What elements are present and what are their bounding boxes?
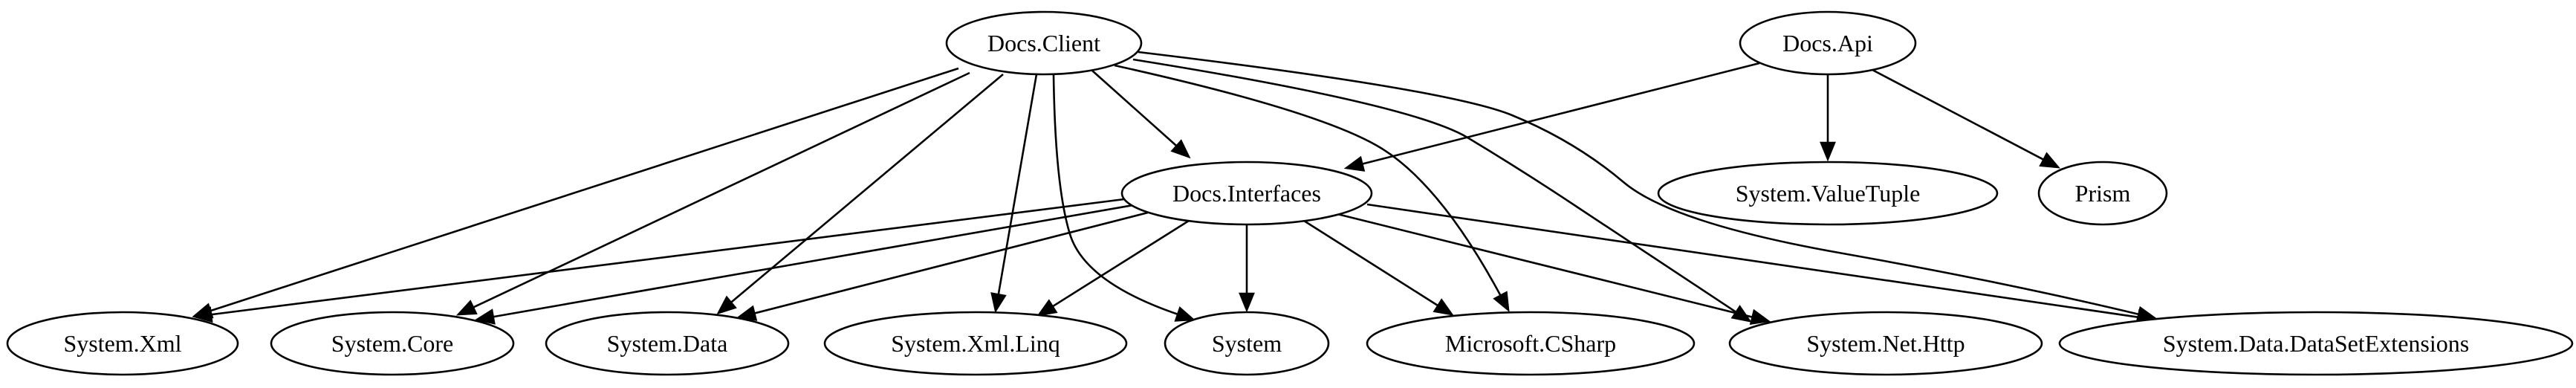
arrowhead xyxy=(2039,152,2061,169)
arrowhead xyxy=(1820,141,1836,162)
arrowhead xyxy=(455,300,478,316)
edge-line xyxy=(753,211,1149,314)
edge-docs-api-to-system-valuetuple xyxy=(1820,74,1836,162)
node-label: System.ValueTuple xyxy=(1736,180,1921,207)
edge-docs-interfaces-to-microsoft-csharp xyxy=(1303,219,1454,316)
node-ellipse xyxy=(545,311,790,376)
node-ellipse xyxy=(1657,161,1999,226)
edge-line xyxy=(1337,213,1753,318)
node-label: Docs.Interfaces xyxy=(1172,180,1321,207)
node-label: System.Net.Http xyxy=(1806,330,1965,357)
edge-docs-client-to-system xyxy=(1052,74,1196,322)
node-label: Prism xyxy=(2075,180,2131,207)
edge-line xyxy=(1132,58,1737,313)
node-system[interactable]: System xyxy=(1164,311,1330,376)
node-ellipse xyxy=(945,10,1143,76)
edge-line xyxy=(997,74,1038,295)
arrowhead xyxy=(1433,298,1454,316)
edge-docs-interfaces-to-system xyxy=(1239,224,1255,313)
arrowhead xyxy=(1493,291,1510,313)
node-system-net-http[interactable]: System.Net.Http xyxy=(1728,311,2043,376)
node-label: System.Data.DataSetExtensions xyxy=(2163,330,2469,357)
arrowhead xyxy=(1036,299,1058,317)
arrowhead xyxy=(736,305,758,321)
node-system-valuetuple[interactable]: System.ValueTuple xyxy=(1657,161,1999,226)
edge-line xyxy=(1366,203,2139,319)
node-ellipse xyxy=(6,311,239,376)
arrowhead xyxy=(1343,155,1366,172)
node-system-core[interactable]: System.Core xyxy=(270,311,515,376)
edge-line xyxy=(210,198,1125,316)
node-label: System.Core xyxy=(331,330,453,357)
node-prism[interactable]: Prism xyxy=(2037,161,2168,226)
edge-line xyxy=(1362,62,1760,165)
edge-line xyxy=(1872,68,2045,161)
edge-docs-client-to-system-xml-linq xyxy=(990,74,1038,314)
arrowhead xyxy=(1174,306,1196,322)
edge-layer xyxy=(192,51,2158,326)
edge-docs-interfaces-to-system-xml-linq xyxy=(1036,219,1190,317)
edge-docs-client-to-microsoft-csharp xyxy=(1114,64,1510,313)
edge-line xyxy=(473,71,970,308)
edge-line xyxy=(1114,64,1502,297)
node-ellipse xyxy=(2037,161,2168,226)
arrowhead xyxy=(716,295,737,315)
edge-line xyxy=(1091,70,1178,147)
node-system-xml-linq[interactable]: System.Xml.Linq xyxy=(823,311,1128,376)
arrowhead xyxy=(192,306,213,323)
node-system-data[interactable]: System.Data xyxy=(545,311,790,376)
arrowhead xyxy=(1170,139,1191,159)
edge-line xyxy=(210,67,959,312)
edge-docs-interfaces-to-system-xml xyxy=(192,198,1125,323)
edge-docs-client-to-system-core xyxy=(455,71,970,316)
node-ellipse xyxy=(823,311,1128,376)
edge-docs-interfaces-to-system-data xyxy=(736,211,1149,321)
node-label: System.Xml.Linq xyxy=(891,330,1060,357)
edge-line xyxy=(1051,219,1190,308)
edge-docs-interfaces-to-system-core xyxy=(474,204,1134,325)
edge-docs-api-to-prism xyxy=(1872,68,2061,169)
edge-docs-api-to-docs-interfaces xyxy=(1343,62,1760,172)
edge-docs-interfaces-to-system-net-http xyxy=(1337,213,1771,325)
arrowhead xyxy=(1239,292,1255,313)
node-microsoft-csharp[interactable]: Microsoft.CSharp xyxy=(1366,311,1696,376)
node-ellipse xyxy=(1120,161,1373,226)
node-label: Microsoft.CSharp xyxy=(1445,330,1616,357)
edge-docs-client-to-system-xml xyxy=(192,67,959,319)
node-ellipse xyxy=(2058,311,2574,376)
node-docs-api[interactable]: Docs.Api xyxy=(1739,10,1917,76)
node-docs-client[interactable]: Docs.Client xyxy=(945,10,1143,76)
node-system-xml[interactable]: System.Xml xyxy=(6,311,239,376)
node-label: System.Data xyxy=(607,330,728,357)
node-ellipse xyxy=(1728,311,2043,376)
node-ellipse xyxy=(270,311,515,376)
arrowhead xyxy=(474,308,496,325)
node-ellipse xyxy=(1739,10,1917,76)
edge-docs-client-to-system-data xyxy=(716,74,1004,315)
node-ellipse xyxy=(1164,311,1330,376)
node-label: Docs.Client xyxy=(987,30,1100,56)
edge-line xyxy=(1303,219,1439,307)
node-label: System xyxy=(1212,330,1282,357)
edge-line xyxy=(730,74,1004,303)
node-label: System.Xml xyxy=(63,330,181,357)
edge-line xyxy=(1138,51,2139,316)
edge-line xyxy=(1052,74,1178,316)
edge-docs-client-to-docs-interfaces xyxy=(1091,70,1191,159)
node-system-data-datasetextensions[interactable]: System.Data.DataSetExtensions xyxy=(2058,311,2574,376)
node-label: Docs.Api xyxy=(1782,30,1873,56)
edge-line xyxy=(493,204,1134,318)
arrowhead xyxy=(990,292,1007,314)
node-docs-interfaces[interactable]: Docs.Interfaces xyxy=(1120,161,1373,226)
node-ellipse xyxy=(1366,311,1696,376)
arrowhead xyxy=(1749,308,1771,325)
